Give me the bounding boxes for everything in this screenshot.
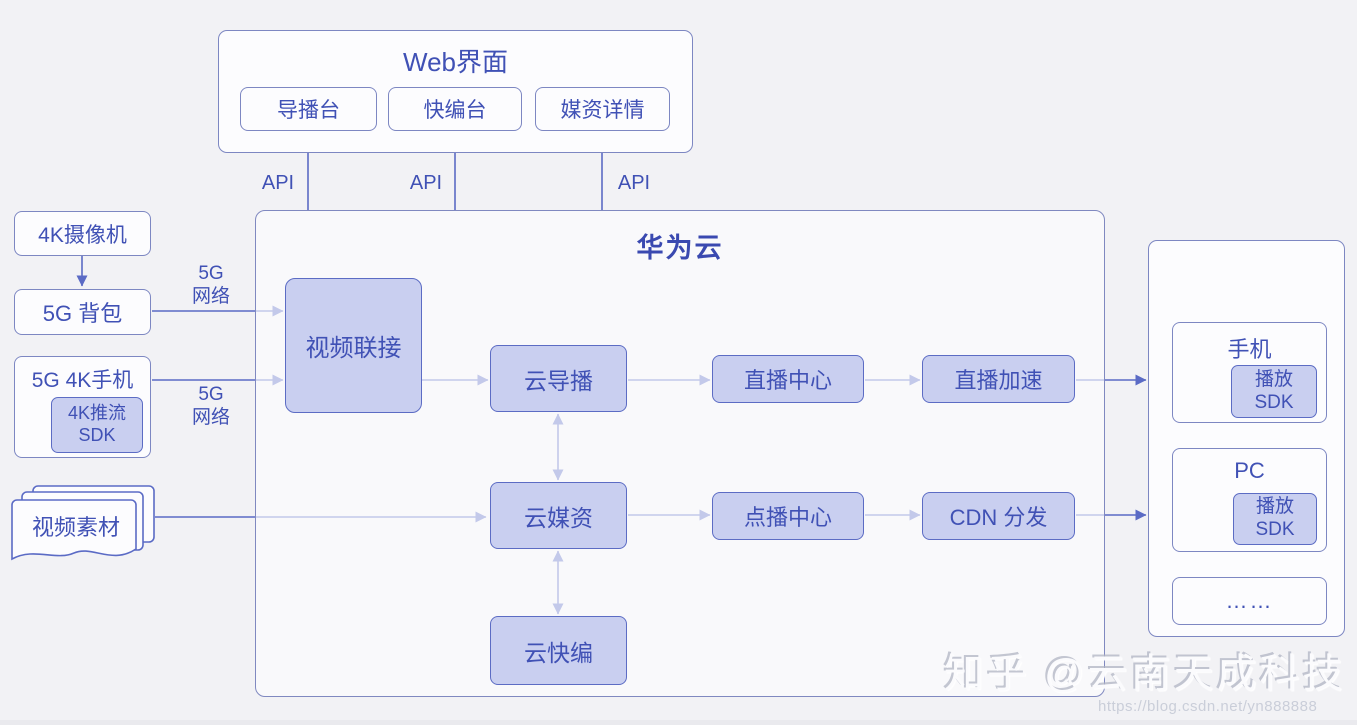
client-pc-title: PC (1234, 458, 1265, 483)
tab-director-console-label: 导播台 (277, 99, 340, 122)
bottom-edge-strip (0, 720, 1357, 725)
pc-play-sdk-box: 播放 SDK (1233, 493, 1317, 545)
node-live-acceleration: 直播加速 (922, 355, 1075, 403)
tab-director-console: 导播台 (240, 87, 377, 131)
node-cdn-distribution: CDN 分发 (922, 492, 1075, 540)
clients-panel (1148, 240, 1345, 637)
watermark-url: https://blog.csdn.net/yn888888 (1098, 698, 1318, 715)
node-live-center-label: 直播中心 (743, 368, 832, 393)
watermark-brand: 知乎 @云南天成科技 (944, 652, 1346, 696)
phone-source-label: 5G 4K手机 (31, 369, 134, 392)
node-live-center: 直播中心 (712, 355, 864, 403)
pc-play-sdk-label: 播放 SDK (1255, 496, 1295, 540)
node-cloud-media: 云媒资 (490, 482, 627, 549)
material-label: 视频素材 (31, 515, 120, 540)
node-cdn-distribution-label: CDN 分发 (949, 505, 1048, 530)
api-label-2: API (409, 172, 443, 194)
tab-media-details-label: 媒资详情 (560, 99, 645, 122)
node-cloud-media-label: 云媒资 (524, 504, 593, 531)
node-cloud-quick-edit: 云快编 (490, 616, 627, 685)
camera-label: 4K摄像机 (38, 223, 127, 247)
backpack-box: 5G 背包 (14, 289, 151, 335)
node-cloud-director-label: 云导播 (524, 367, 593, 394)
push-sdk-label: 4K推流 SDK (67, 403, 127, 445)
backpack-label: 5G 背包 (42, 301, 123, 326)
client-more-box: …… (1172, 577, 1327, 625)
tab-quick-edit-console: 快编台 (388, 87, 522, 131)
node-vod-center-label: 点播中心 (743, 505, 832, 530)
node-live-acceleration-label: 直播加速 (954, 368, 1043, 393)
push-sdk-box: 4K推流 SDK (51, 397, 143, 453)
mobile-play-sdk-box: 播放 SDK (1231, 365, 1317, 418)
network-label-1: 5G 网络 (191, 263, 230, 307)
mobile-play-sdk-label: 播放 SDK (1254, 368, 1294, 413)
node-cloud-quick-edit-label: 云快编 (524, 639, 593, 666)
network-label-2: 5G 网络 (191, 384, 230, 428)
tab-media-details: 媒资详情 (535, 87, 670, 131)
web-panel-title: Web界面 (403, 47, 508, 77)
camera-box: 4K摄像机 (14, 211, 151, 256)
api-label-1: API (261, 172, 295, 194)
api-label-3: API (617, 172, 651, 194)
huawei-cloud-title: 华为云 (636, 233, 724, 263)
node-video-connect-label: 视频联接 (305, 335, 402, 362)
node-cloud-director: 云导播 (490, 345, 627, 412)
client-more-label: …… (1225, 588, 1274, 613)
client-mobile-title: 手机 (1227, 337, 1272, 362)
node-vod-center: 点播中心 (712, 492, 864, 540)
tab-quick-edit-console-label: 快编台 (423, 99, 487, 122)
node-video-connect: 视频联接 (285, 278, 422, 413)
